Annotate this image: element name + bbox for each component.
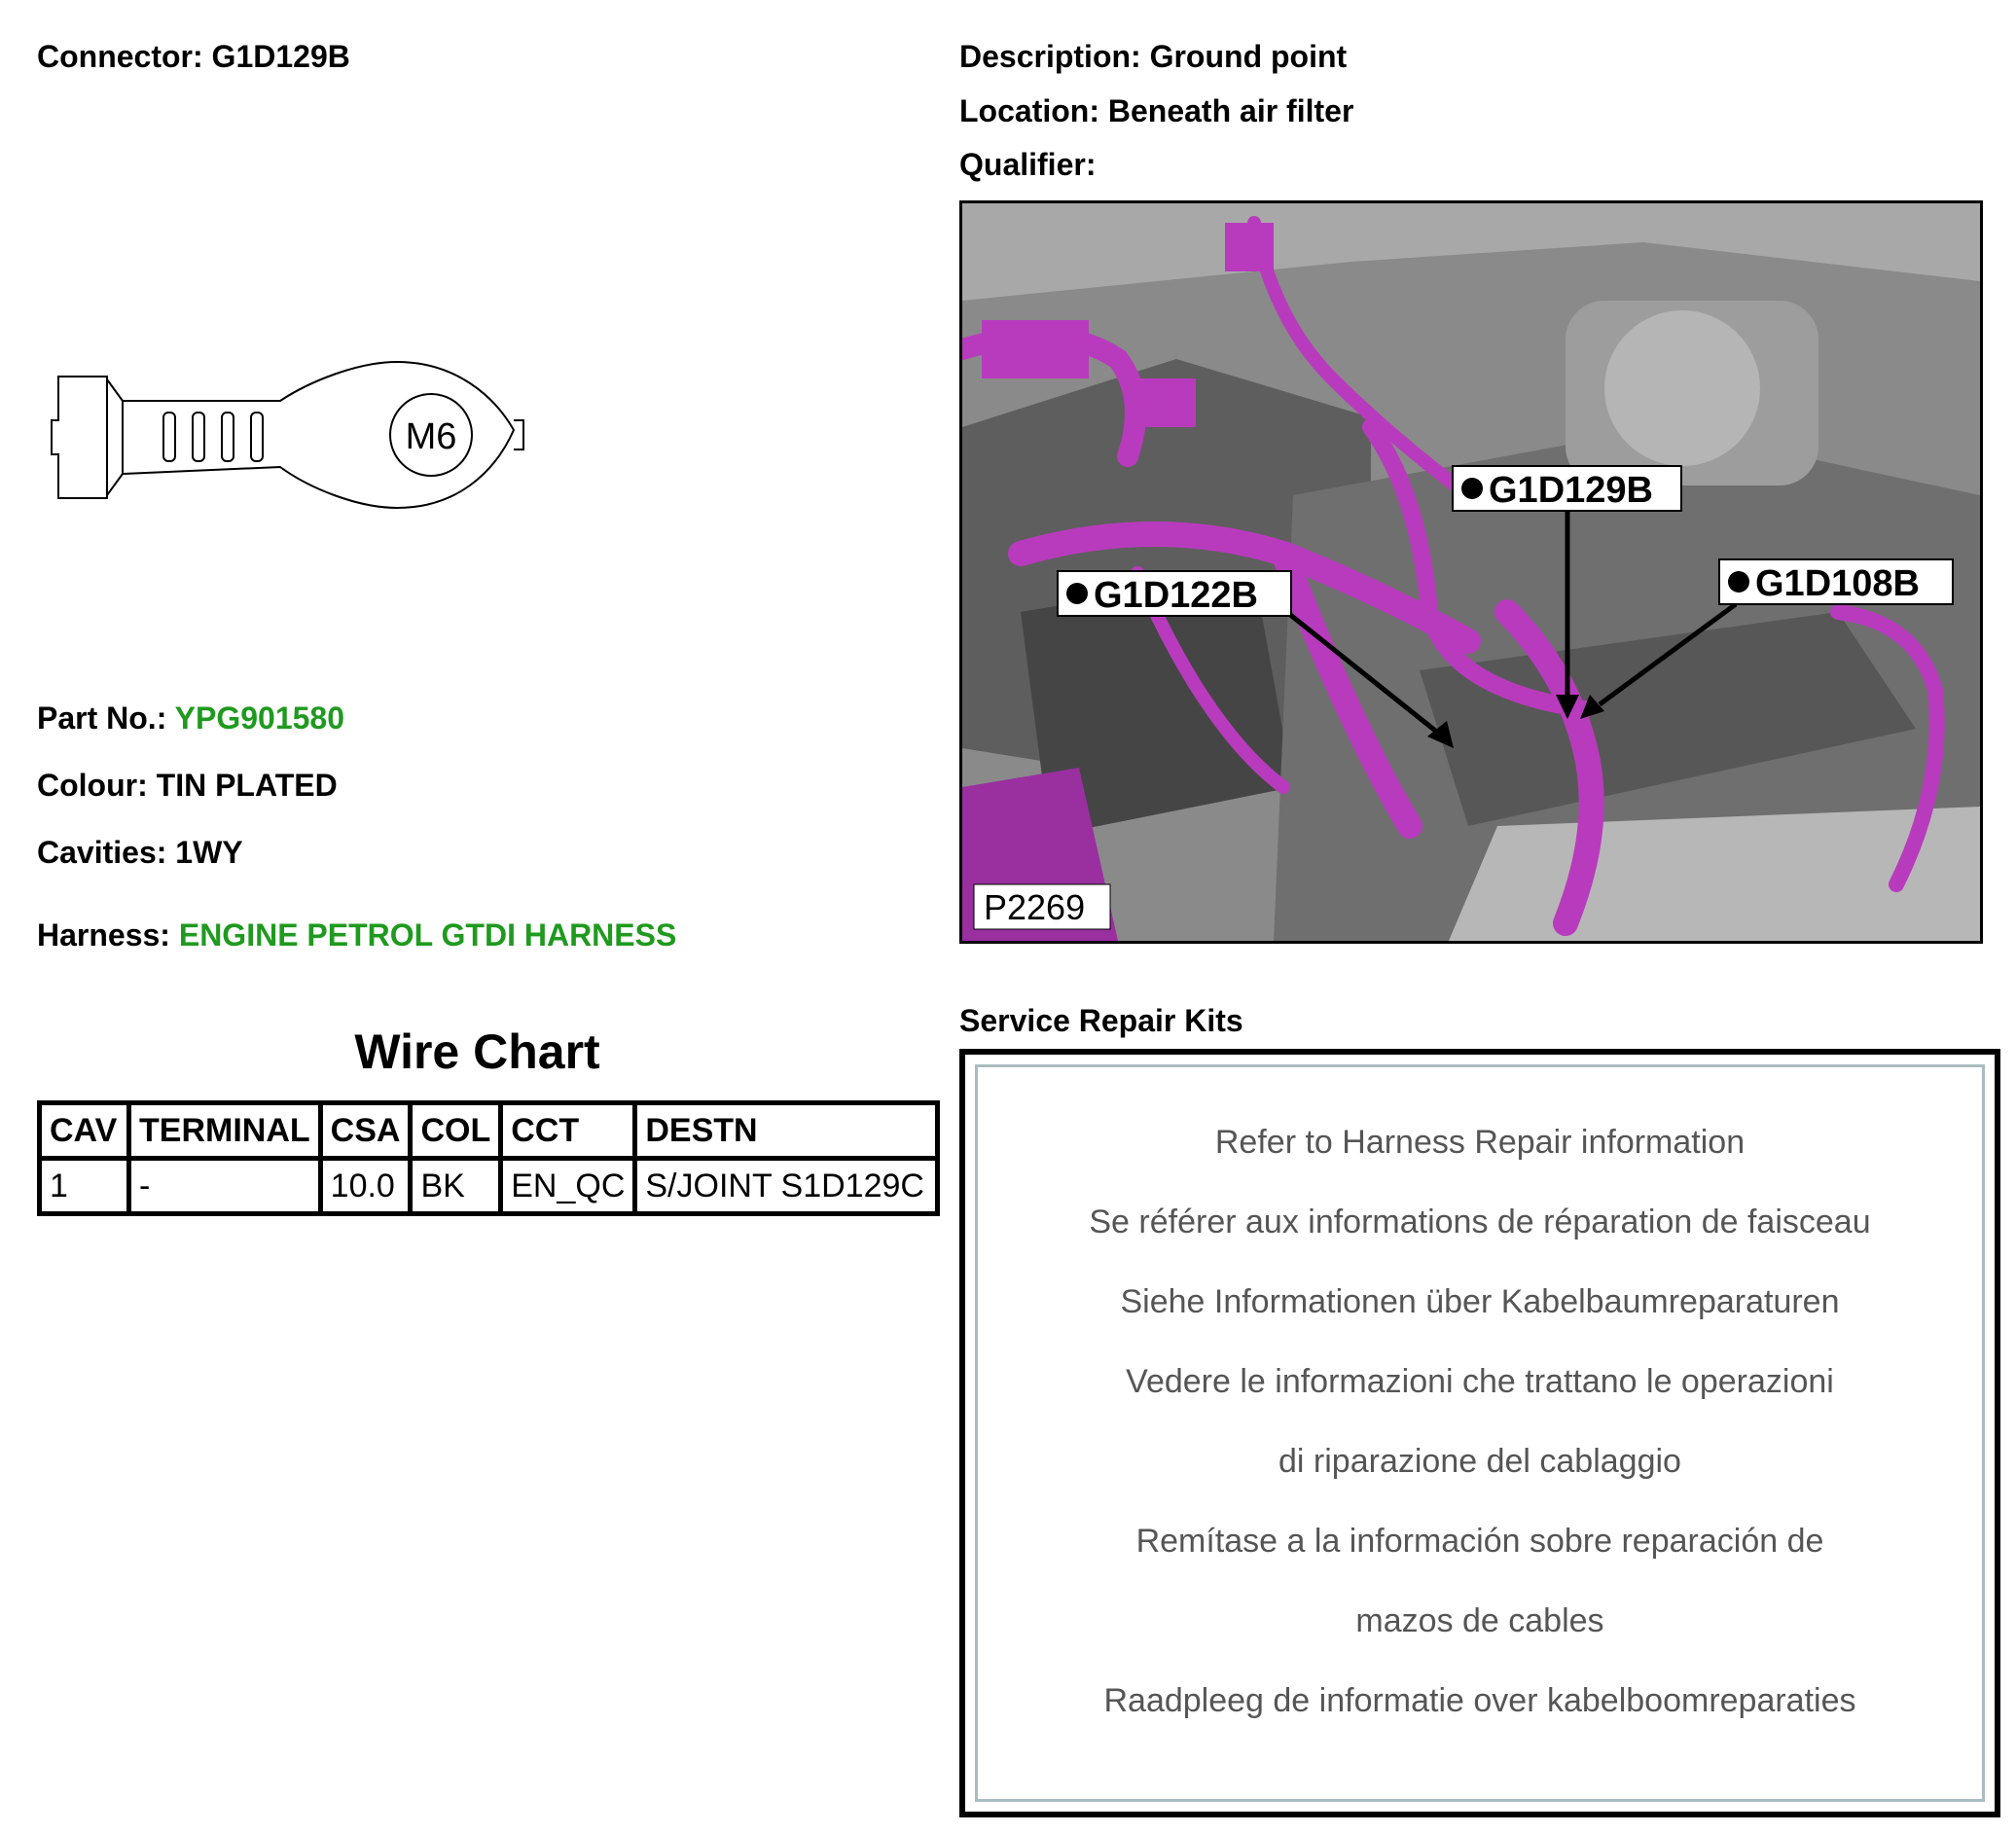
wire-chart-title: Wire Chart — [354, 1024, 600, 1079]
harness-label: Harness: — [37, 917, 170, 952]
cavities-field: Cavities: 1WY — [37, 835, 243, 871]
cell-destn: S/JOINT S1D129C — [632, 1156, 941, 1216]
location-value: Beneath air filter — [1107, 93, 1354, 128]
col-header-cct: CCT — [498, 1100, 638, 1161]
connector-value: G1D129B — [211, 39, 350, 74]
callout-g1d122b: G1D122B — [1094, 575, 1258, 616]
srk-line-es-2: mazos de cables — [1355, 1602, 1604, 1639]
cavities-value: 1WY — [175, 835, 243, 870]
location-field: Location: Beneath air filter — [959, 93, 1353, 129]
qualifier-field: Qualifier: — [959, 147, 1096, 183]
stud-size-label: M6 — [406, 416, 457, 457]
cell-cct: EN_QC — [498, 1156, 638, 1216]
srk-line-nl: Raadpleeg de informatie over kabelboomre… — [1103, 1682, 1856, 1719]
location-photo: G1D129B G1D122B G1D108B P2269 — [959, 200, 1983, 944]
service-repair-kits-title: Service Repair Kits — [959, 1003, 1243, 1038]
part-number-field: Part No.: YPG901580 — [37, 701, 344, 737]
photo-reference: P2269 — [984, 887, 1085, 927]
qualifier-label: Qualifier: — [959, 147, 1097, 182]
srk-line-it-1: Vedere le informazioni che trattano le o… — [1126, 1363, 1834, 1400]
part-number-label: Part No.: — [37, 701, 167, 736]
colour-value: TIN PLATED — [156, 768, 338, 803]
col-header-cav: CAV — [37, 1100, 131, 1161]
service-repair-kits-box: Refer to Harness Repair information Se r… — [959, 1049, 2000, 1817]
col-header-destn: DESTN — [632, 1100, 941, 1161]
srk-line-de: Siehe Informationen über Kabelbaumrepara… — [1120, 1283, 1840, 1320]
description-label: Description: — [959, 39, 1141, 74]
colour-field: Colour: TIN PLATED — [37, 768, 338, 804]
connector-field: Connector: G1D129B — [37, 39, 350, 75]
cell-cav: 1 — [37, 1156, 131, 1216]
srk-line-fr: Se référer aux informations de réparatio… — [1089, 1204, 1871, 1240]
description-field: Description: Ground point — [959, 39, 1347, 75]
part-number-link[interactable]: YPG901580 — [174, 701, 345, 736]
col-header-col: COL — [408, 1100, 504, 1161]
wire-chart-table: CAV TERMINAL CSA COL CCT DESTN 1 - 10.0 … — [37, 1100, 941, 1216]
callout-g1d129b: G1D129B — [1489, 470, 1653, 511]
cell-csa: 10.0 — [317, 1156, 414, 1216]
cell-col: BK — [408, 1156, 504, 1216]
srk-line-es-1: Remítase a la información sobre reparaci… — [1135, 1523, 1824, 1560]
col-header-csa: CSA — [317, 1100, 414, 1161]
table-row: 1 - 10.0 BK EN_QC S/JOINT S1D129C — [37, 1156, 941, 1216]
cell-terminal: - — [126, 1156, 323, 1216]
colour-label: Colour: — [37, 768, 148, 803]
description-value: Ground point — [1149, 39, 1348, 74]
wire-chart-header-row: CAV TERMINAL CSA COL CCT DESTN — [37, 1100, 941, 1161]
col-header-terminal: TERMINAL — [126, 1100, 323, 1161]
cavities-label: Cavities: — [37, 835, 167, 870]
srk-line-en: Refer to Harness Repair information — [1214, 1124, 1746, 1161]
ring-terminal-drawing: M6 — [51, 360, 524, 510]
service-repair-kits-inner: Refer to Harness Repair information Se r… — [975, 1064, 1985, 1802]
harness-field: Harness: ENGINE PETROL GTDI HARNESS — [37, 917, 676, 953]
srk-line-it-2: di riparazione del cablaggio — [1278, 1443, 1681, 1480]
connector-label: Connector: — [37, 39, 203, 74]
location-label: Location: — [959, 93, 1099, 128]
callout-g1d108b: G1D108B — [1755, 563, 1920, 604]
harness-link[interactable]: ENGINE PETROL GTDI HARNESS — [178, 917, 677, 952]
